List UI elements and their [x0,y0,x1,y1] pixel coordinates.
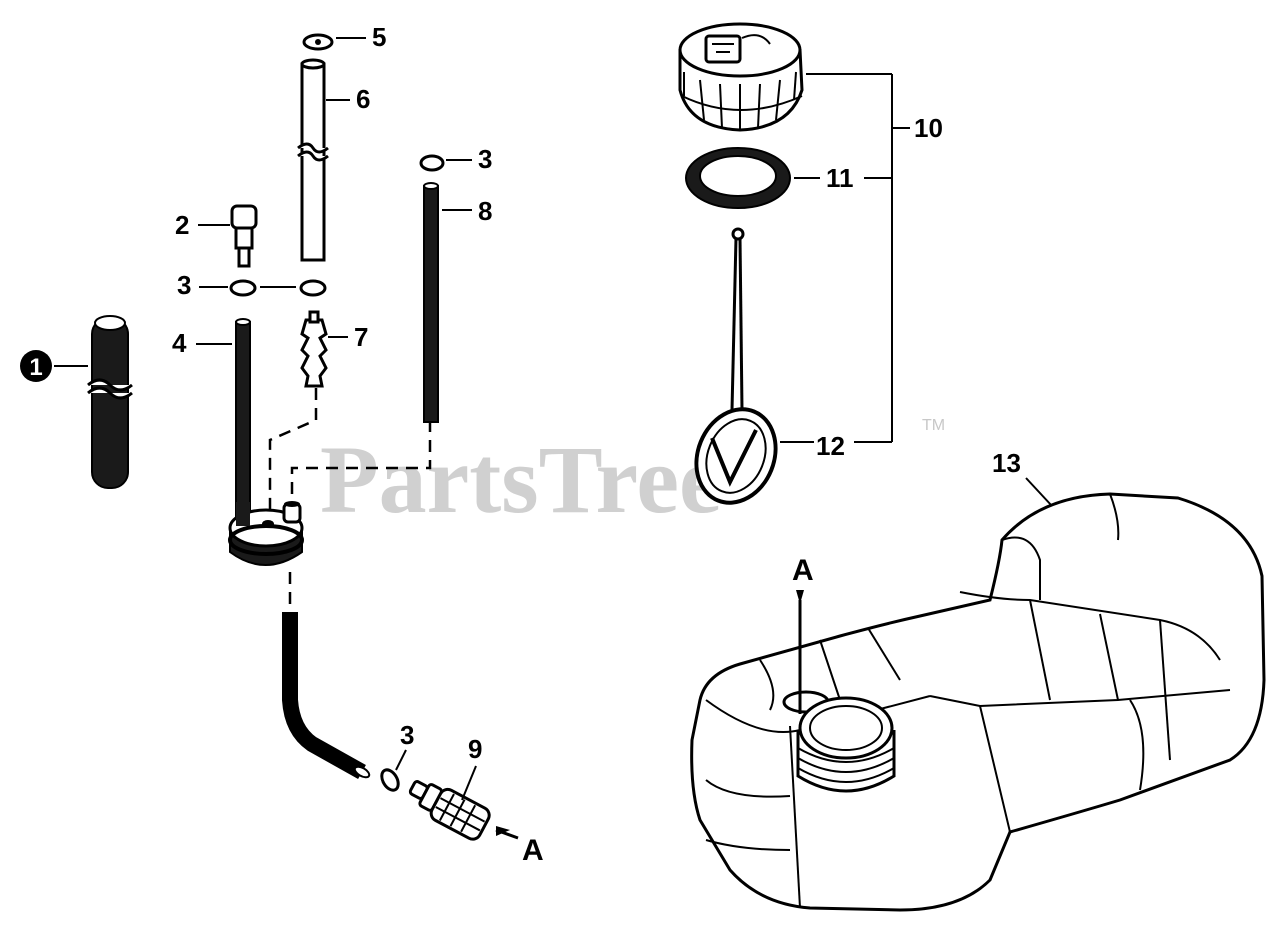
assembly-line [290,420,432,506]
part-7-barbed-fitting[interactable] [300,310,328,388]
callout-10: 10 [914,113,943,143]
part-10-fuel-cap[interactable] [678,22,804,132]
part-2-fitting[interactable] [230,204,258,268]
callout-13: 13 [992,448,1021,478]
watermark: PartsTree [320,426,722,533]
callout-7: 7 [354,322,368,352]
callout-3-left: 3 [177,270,191,300]
part-1-fuel-hose[interactable] [87,315,133,489]
callout-8: 8 [478,196,492,226]
part-12-cap-tether[interactable] [683,227,789,515]
callout-3-bottom: 3 [400,720,414,750]
part-4-fuel-line[interactable] [235,318,251,519]
callout-3-top: 3 [478,144,492,174]
part-8-return-line[interactable] [423,182,439,423]
part-13-fuel-tank[interactable] [690,492,1266,912]
callout-12: 12 [816,431,845,461]
callout-11: 11 [826,163,854,193]
part-3-o-ring[interactable] [378,767,401,793]
svg-text:1: 1 [29,354,42,381]
part-3-o-ring[interactable] [299,279,327,297]
part-9-fuel-filter[interactable] [404,773,492,842]
part-11-cap-gasket[interactable] [685,147,791,209]
part-5-grommet[interactable] [302,33,334,51]
svg-text:A: A [522,834,544,867]
part-6-vent-tube[interactable] [297,58,329,262]
fuel-tank-grommet [228,501,304,566]
callout-6: 6 [356,84,370,114]
callout-4: 4 [172,328,187,358]
part-3-o-ring[interactable] [419,154,445,172]
callout-5: 5 [372,22,386,52]
reference-arrow-a-tank: A [792,554,814,714]
callout-9: 9 [468,734,482,764]
reference-arrow-a-filter: A [495,826,544,867]
callout-2: 2 [175,210,189,240]
part-3-o-ring[interactable] [229,279,257,297]
trademark-mark: TM [922,417,945,434]
callout-1: 1 [20,350,88,382]
lower-fuel-line [282,612,366,779]
svg-text:A: A [792,554,814,587]
